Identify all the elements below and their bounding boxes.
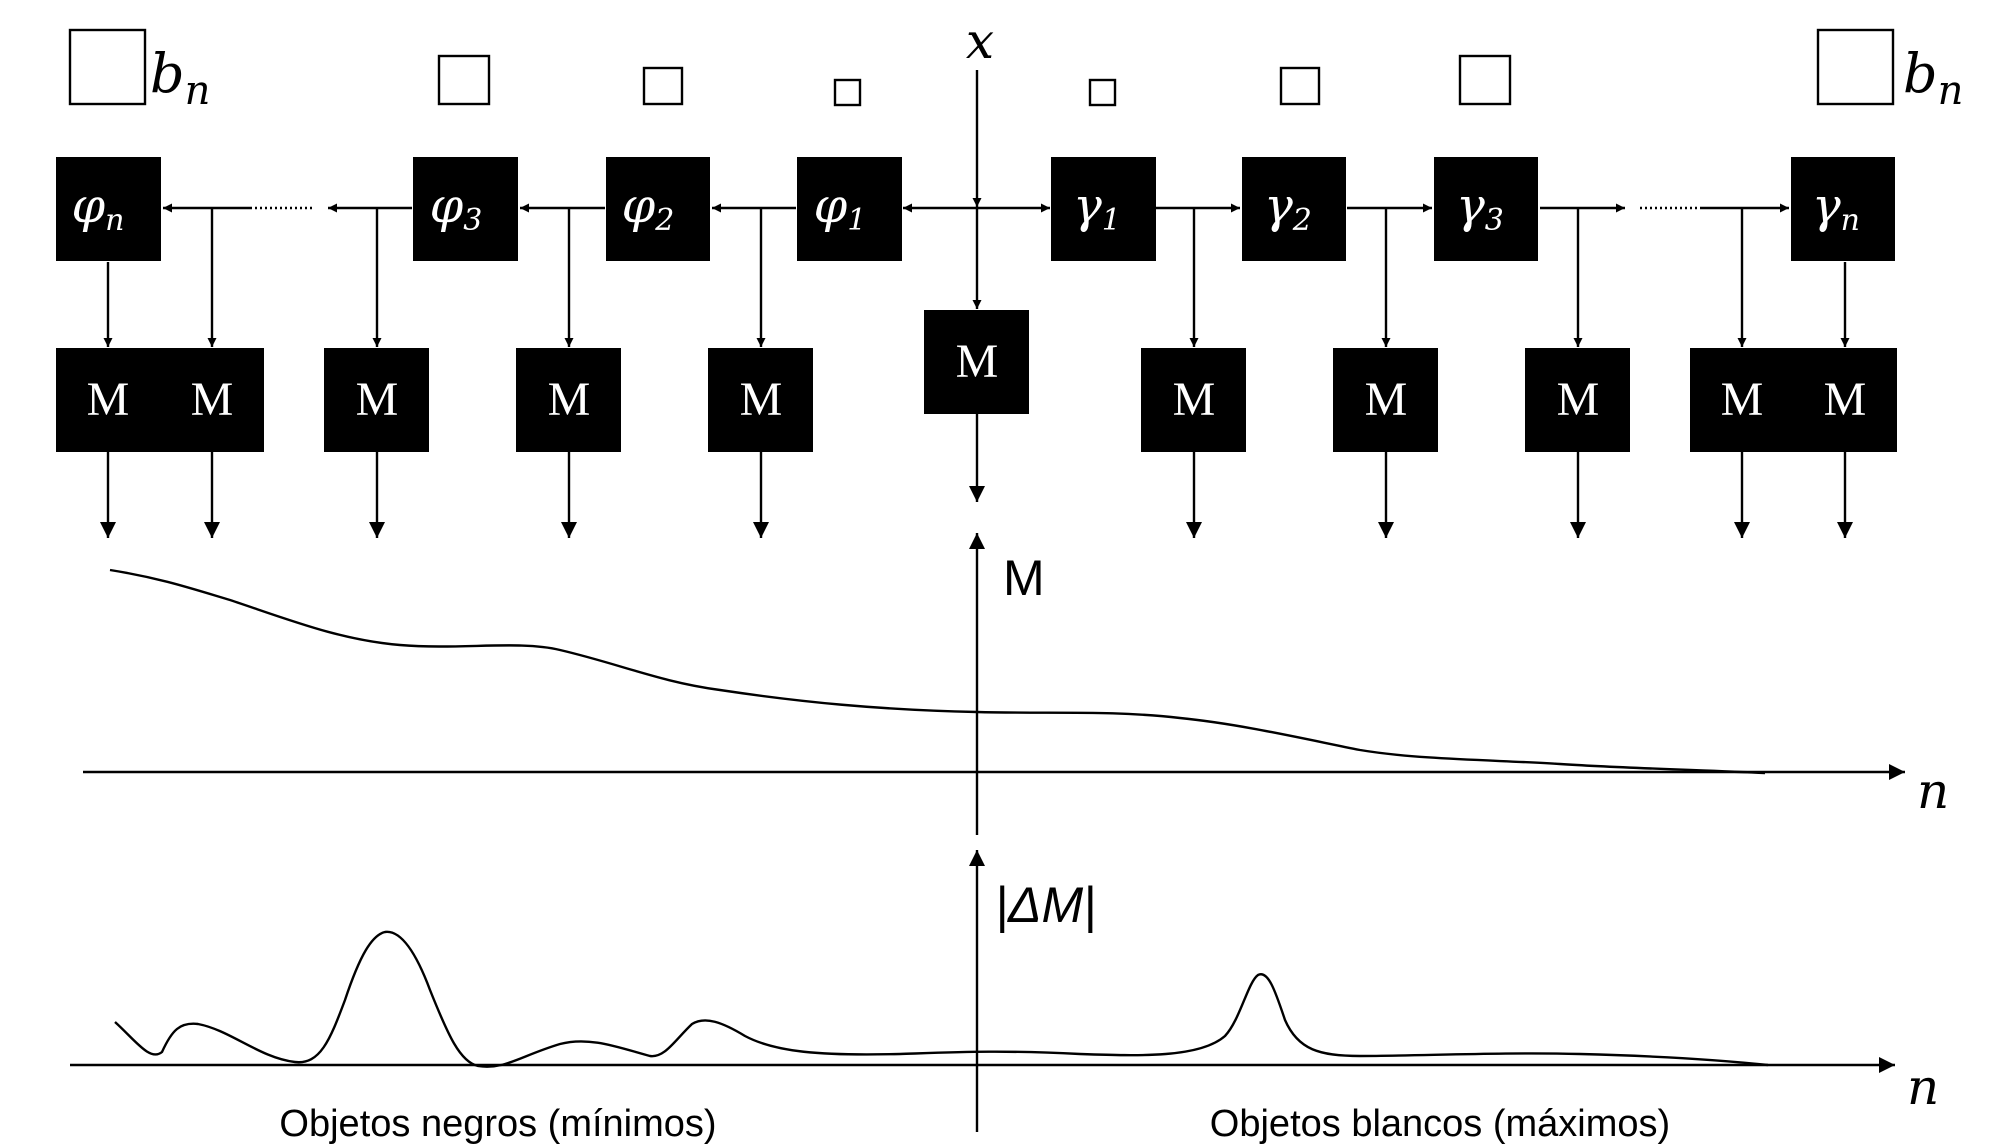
measure-blocks: M M M M M M M M M M M	[56, 310, 1897, 452]
measure-block: M	[56, 348, 161, 452]
svg-text:φ1: φ1	[814, 178, 867, 238]
difference-plot: |ΔM| n	[70, 850, 1939, 1132]
closing-operator-1: φ1	[797, 157, 902, 261]
se-square-1-right	[1088, 78, 1117, 107]
measure-block: M	[1525, 348, 1630, 452]
se-square-large-left	[68, 28, 147, 106]
svg-text:M: M	[87, 373, 130, 426]
svg-text:M: M	[1365, 373, 1408, 426]
measure-output-arrows	[100, 414, 1853, 538]
measure-curve	[109, 568, 1766, 775]
measure-block: M	[1333, 348, 1438, 452]
se-label-left: bn	[150, 42, 210, 114]
caption-dark-objects: Objetos negros (mínimos)	[279, 1103, 716, 1145]
closing-operator-2: φ2	[606, 157, 710, 261]
measure-block: M	[516, 348, 621, 452]
closing-operator-n: φn	[56, 157, 161, 261]
svg-text:γ2: γ2	[1264, 178, 1312, 238]
svg-text:M: M	[1824, 373, 1867, 426]
se-square-3-left	[437, 54, 491, 106]
se-square-large-right	[1816, 28, 1895, 106]
opening-operator-2: γ2	[1242, 157, 1346, 261]
se-square-2-right	[1279, 66, 1321, 106]
measure-block: M	[1690, 348, 1794, 452]
svg-text:M: M	[191, 373, 234, 426]
structuring-elements: bn bn	[68, 28, 1963, 114]
svg-text:γn: γn	[1812, 178, 1860, 238]
input-label: x	[966, 12, 994, 70]
measure-plot-xlabel: n	[1917, 762, 1949, 820]
svg-text:M: M	[1721, 373, 1764, 426]
svg-text:M: M	[1557, 373, 1600, 426]
svg-text:γ3: γ3	[1456, 178, 1504, 238]
measure-plot-ylabel: M	[1003, 550, 1045, 606]
closing-operator-3: φ3	[413, 157, 518, 261]
svg-text:φn: φn	[72, 178, 125, 238]
svg-text:φ2: φ2	[622, 178, 675, 238]
opening-operator-1: γ1	[1051, 157, 1156, 261]
opening-operators: γ1 γ2 γ3 γn	[1051, 157, 1895, 261]
measure-block: M	[708, 348, 813, 452]
svg-text:γ1: γ1	[1073, 178, 1121, 238]
measure-block: M	[1793, 348, 1897, 452]
measure-block: M	[324, 348, 429, 452]
opening-operator-n: γn	[1791, 157, 1895, 261]
measure-block: M	[1141, 348, 1246, 452]
svg-text:M: M	[1173, 373, 1216, 426]
difference-plot-ylabel: |ΔM|	[995, 877, 1096, 934]
se-square-2-left	[642, 66, 684, 106]
operator-to-measure-arrows	[103, 208, 1850, 347]
difference-plot-xlabel: n	[1907, 1058, 1939, 1116]
caption-bright-objects: Objetos blancos (máximos)	[1210, 1103, 1670, 1145]
se-square-3-right	[1458, 54, 1512, 106]
difference-curve	[114, 930, 1769, 1068]
svg-text:M: M	[740, 373, 783, 426]
measure-block: M	[160, 348, 264, 452]
se-square-1-left	[833, 78, 862, 107]
se-label-right: bn	[1903, 42, 1963, 114]
measure-block-center: M	[924, 310, 1029, 414]
measure-plot: M n	[83, 533, 1949, 835]
opening-operator-3: γ3	[1434, 157, 1538, 261]
svg-text:M: M	[956, 335, 999, 388]
svg-text:φ3: φ3	[430, 178, 483, 238]
closing-operators: φn φ3 φ2 φ1	[56, 157, 902, 261]
svg-text:M: M	[356, 373, 399, 426]
svg-text:M: M	[548, 373, 591, 426]
